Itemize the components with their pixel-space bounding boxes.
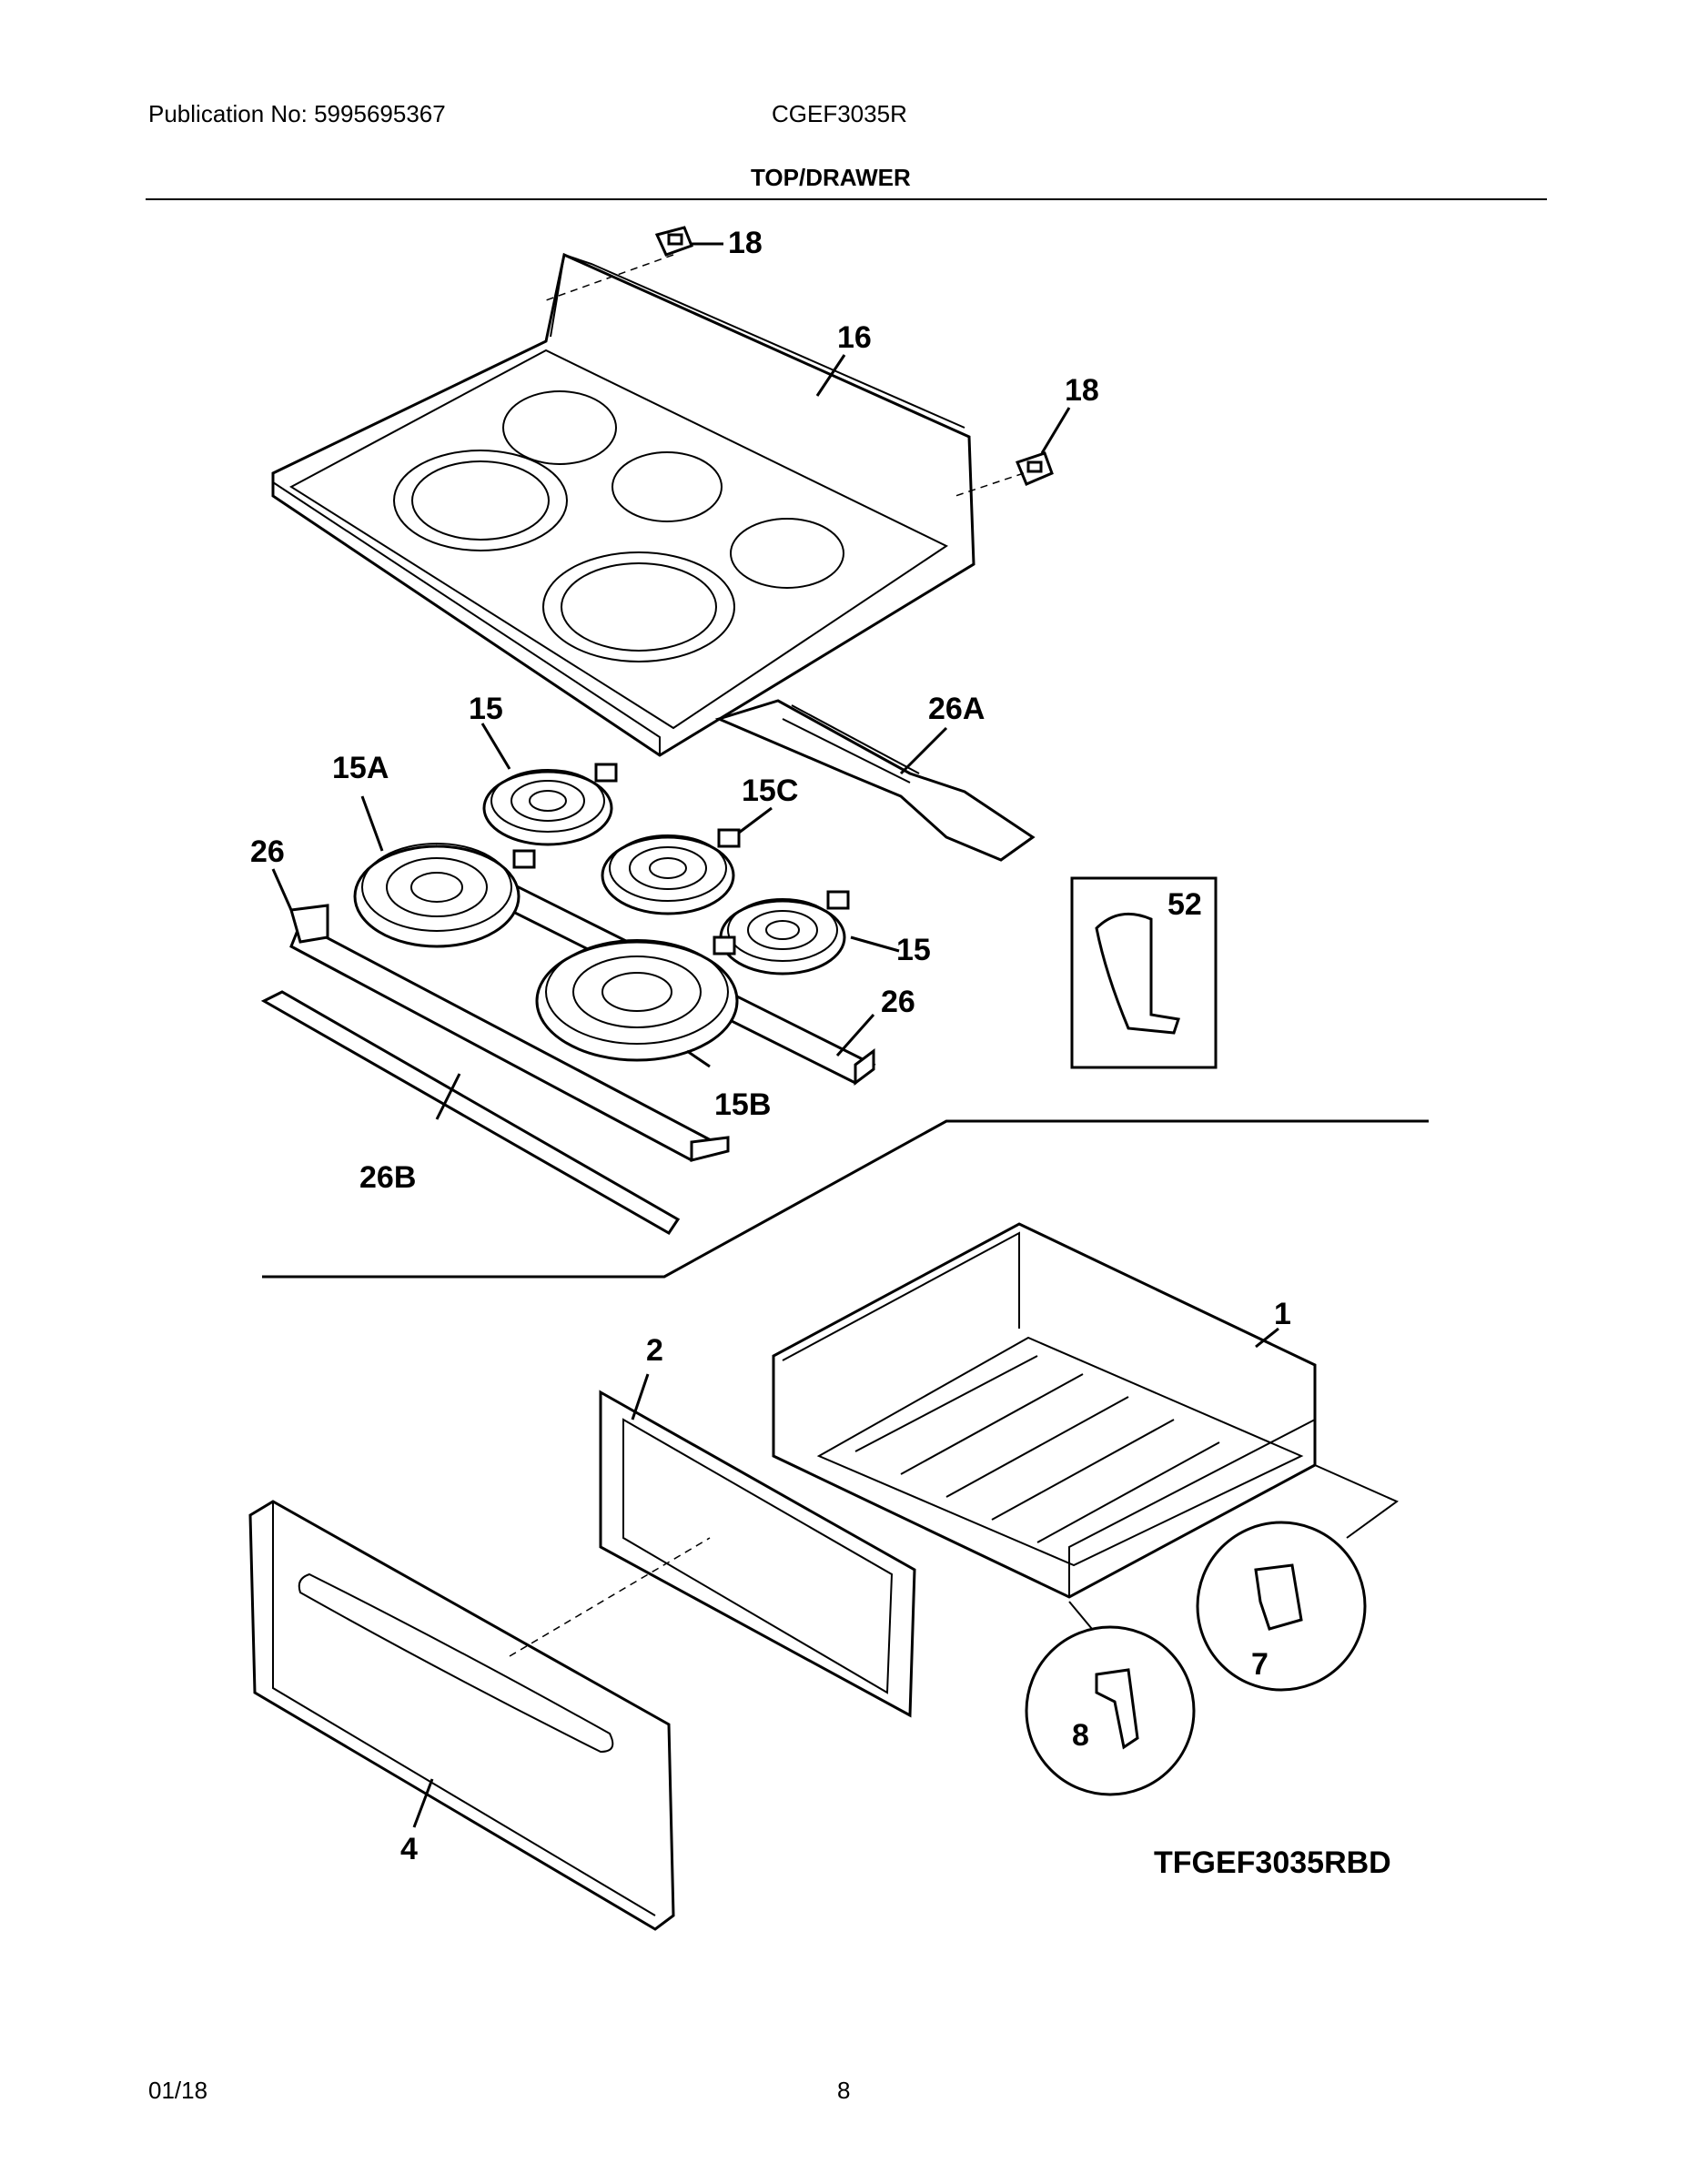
inset-box-52 bbox=[1070, 876, 1218, 1069]
callout-7: 7 bbox=[1251, 1647, 1269, 1682]
callout-15B: 15B bbox=[714, 1087, 771, 1122]
surface-element-15A bbox=[353, 843, 536, 948]
inset-circle-8 bbox=[1025, 1601, 1196, 1796]
callout-26: 26 bbox=[250, 834, 285, 869]
callout-2: 2 bbox=[646, 1333, 663, 1368]
callout-26A: 26A bbox=[928, 692, 985, 726]
guide-line bbox=[509, 1537, 711, 1657]
callout-16: 16 bbox=[837, 320, 872, 355]
section-divider bbox=[262, 1119, 1429, 1279]
surface-element-15-rear-left bbox=[482, 763, 618, 846]
callout-15: 15 bbox=[469, 692, 503, 726]
drawer-front-panel-4 bbox=[248, 1500, 675, 1931]
header-rule bbox=[146, 198, 1547, 200]
drawer-body-1 bbox=[772, 1222, 1317, 1599]
callout-4: 4 bbox=[400, 1832, 418, 1866]
drawer-panel-frame-2 bbox=[599, 1390, 916, 1718]
callout-52: 52 bbox=[1167, 887, 1202, 922]
cooktop-glass-top bbox=[271, 252, 975, 757]
leader-lines bbox=[271, 242, 1279, 1828]
callout-15A: 15A bbox=[332, 751, 389, 785]
model-number: CGEF3035R bbox=[772, 100, 907, 127]
footer-date: 01/18 bbox=[148, 2077, 208, 2104]
page-number: 8 bbox=[837, 2077, 851, 2104]
diagram-id: TFGEF3035RBD bbox=[1154, 1845, 1391, 1880]
callout-18: 18 bbox=[728, 226, 763, 260]
guide-line bbox=[545, 254, 674, 301]
trim-rail-26B bbox=[260, 990, 681, 1235]
bracket-18-left bbox=[654, 226, 693, 257]
support-rail-26-front bbox=[289, 904, 730, 1162]
callout-26: 26 bbox=[881, 985, 915, 1019]
section-title: TOP/DRAWER bbox=[751, 164, 911, 191]
surface-element-15-front-right bbox=[719, 890, 850, 976]
callout-8: 8 bbox=[1072, 1718, 1089, 1753]
callout-18: 18 bbox=[1065, 373, 1099, 408]
bracket-18-right bbox=[1015, 451, 1054, 486]
callout-15: 15 bbox=[896, 933, 931, 967]
inset-circle-7 bbox=[1196, 1464, 1399, 1692]
wiring-harness-26A bbox=[714, 699, 1036, 862]
publication-number: Publication No: 5995695367 bbox=[148, 100, 446, 127]
callout-26B: 26B bbox=[359, 1160, 416, 1195]
surface-element-15B bbox=[535, 935, 739, 1062]
surface-element-15C bbox=[601, 828, 741, 915]
callout-15C: 15C bbox=[742, 774, 798, 808]
callout-1: 1 bbox=[1274, 1297, 1291, 1331]
